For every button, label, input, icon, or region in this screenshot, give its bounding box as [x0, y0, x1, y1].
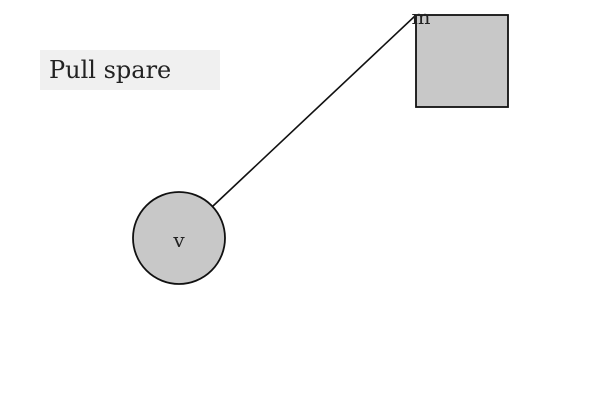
edge-v-to-m: [212, 14, 417, 207]
node-square: [415, 14, 509, 108]
node-circle-label: v: [172, 228, 185, 252]
node-square-label: m: [412, 5, 431, 29]
node-circle: [132, 191, 226, 285]
diagram-title: Pull spare: [40, 50, 220, 90]
diagram-title-text: Pull spare: [49, 56, 172, 84]
